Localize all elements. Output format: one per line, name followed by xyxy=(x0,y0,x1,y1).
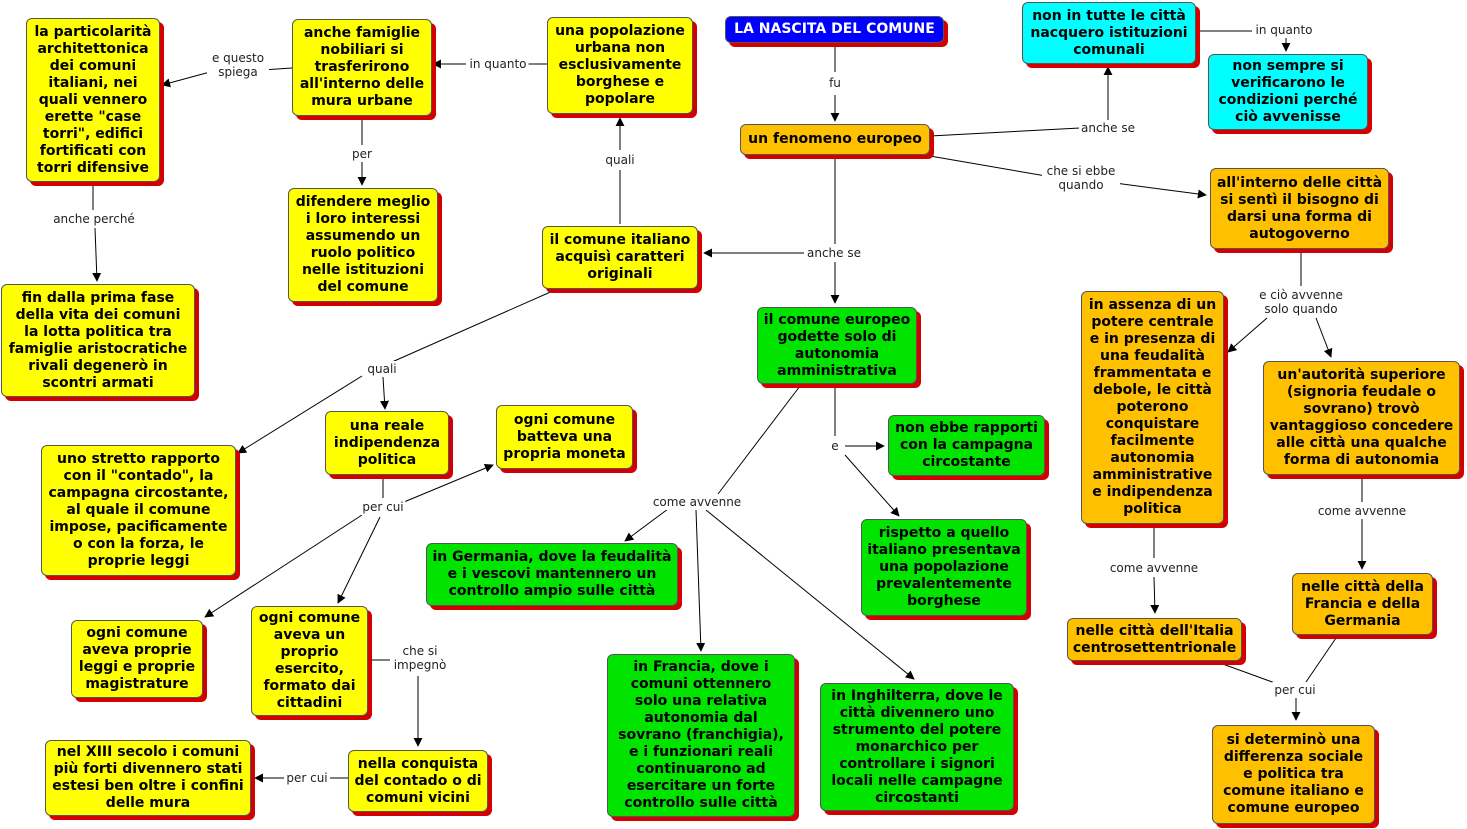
node-italia-centrosettentrionale: nelle città dell'Italia centrosettentrio… xyxy=(1067,618,1242,661)
label-come-avvenne-3: come avvenne xyxy=(1315,503,1409,519)
node-francia: in Francia, dove i comuni ottennero solo… xyxy=(607,654,795,817)
node-conquista-contado: nella conquista del contado o di comuni … xyxy=(348,750,488,812)
node-non-sempre: non sempre si verificarono le condizioni… xyxy=(1208,54,1368,130)
node-lotta-politica: fin dalla prima fase della vita dei comu… xyxy=(1,284,195,397)
label-come-avvenne-1: come avvenne xyxy=(650,494,744,510)
label-in-quanto-2: in quanto xyxy=(467,56,529,72)
node-inghilterra: in Inghilterra, dove le città divennero … xyxy=(820,683,1014,811)
node-proprie-leggi: ogni comune aveva proprie leggi e propri… xyxy=(71,620,203,698)
label-quali-1: quali xyxy=(603,152,637,168)
label-e: e xyxy=(829,438,841,454)
label-quali-2: quali xyxy=(365,361,399,377)
label-in-quanto-1: in quanto xyxy=(1253,22,1315,38)
node-famiglie-nobiliari: anche famiglie nobiliari si trasferirono… xyxy=(292,19,432,116)
node-la-nascita-del-comune: LA NASCITA DEL COMUNE xyxy=(725,16,944,43)
node-germania: in Germania, dove la feudalità e i vesco… xyxy=(426,543,678,606)
label-per-cui-3: per cui xyxy=(1272,682,1318,698)
node-popolazione-urbana: una popolazione urbana non esclusivament… xyxy=(547,17,693,114)
label-come-avvenne-2: come avvenne xyxy=(1107,560,1201,576)
label-fu: fu xyxy=(827,75,843,91)
node-comune-italiano: il comune italiano acquisì caratteri ori… xyxy=(542,226,698,289)
node-differenza-sociale: si determinò una differenza sociale e po… xyxy=(1212,725,1375,824)
node-comune-europeo: il comune europeo godette solo di autono… xyxy=(757,307,917,384)
node-proprio-esercito: ogni comune aveva un proprio esercito, f… xyxy=(251,606,368,716)
label-per-cui-2: per cui xyxy=(284,770,330,786)
label-e-questo-spiega: e questo spiega xyxy=(207,50,269,80)
label-anche-perche: anche perché xyxy=(51,211,137,227)
node-no-rapporti-campagna: non ebbe rapporti con la campagna circos… xyxy=(888,415,1045,476)
node-popolazione-borghese: rispetto a quello italiano presentava un… xyxy=(861,519,1027,616)
label-per-cui-1: per cui xyxy=(360,499,406,515)
node-autorita-superiore: un'autorità superiore (signoria feudale … xyxy=(1263,361,1460,475)
node-bisogno-autogoverno: all'interno delle città si sentì il biso… xyxy=(1210,168,1389,249)
node-propria-moneta: ogni comune batteva una propria moneta xyxy=(496,405,633,469)
node-xiii-secolo: nel XIII secolo i comuni più forti diven… xyxy=(45,740,251,816)
node-francia-germania: nelle città della Francia e della German… xyxy=(1292,573,1433,635)
label-per: per xyxy=(350,146,374,162)
label-anche-se-2: anche se xyxy=(805,245,863,261)
node-particolarita-architettonica: la particolarità architettonica dei comu… xyxy=(26,18,160,182)
label-che-si-impegno: che si impegnò xyxy=(390,643,450,673)
label-che-si-ebbe: che si ebbe quando xyxy=(1042,163,1120,193)
node-fenomeno-europeo: un fenomeno europeo xyxy=(740,124,930,155)
node-assenza-potere-centrale: in assenza di un potere centrale e in pr… xyxy=(1081,291,1224,524)
node-rapporto-contado: uno stretto rapporto con il "contado", l… xyxy=(41,445,236,576)
label-e-cio-avvenne: e ciò avvenne solo quando xyxy=(1249,287,1353,317)
node-difendere-interessi: difendere meglio i loro interessi assume… xyxy=(288,188,438,302)
label-anche-se-1: anche se xyxy=(1079,120,1137,136)
node-non-in-tutte: non in tutte le città nacquero istituzio… xyxy=(1022,2,1196,64)
node-indipendenza-politica: una reale indipendenza politica xyxy=(325,411,449,475)
